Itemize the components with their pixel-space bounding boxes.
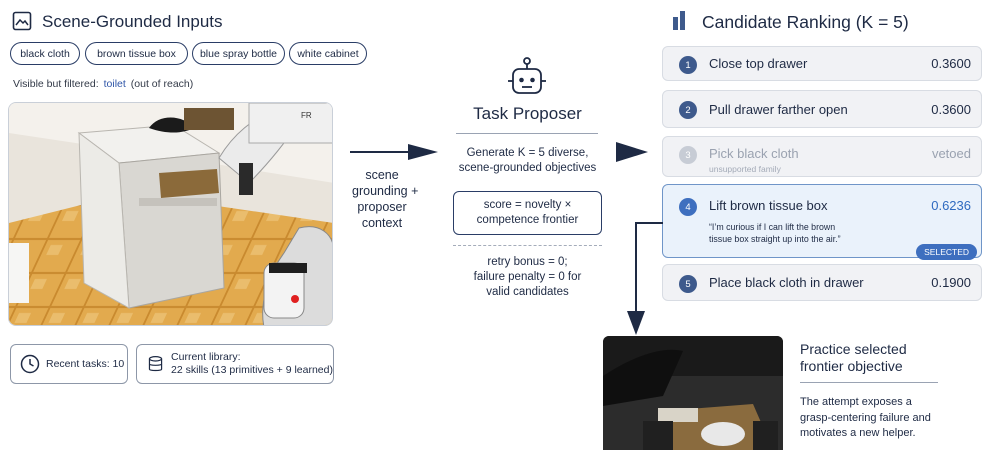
svg-text:FR: FR bbox=[301, 111, 312, 120]
practice-title-line: Practice selected bbox=[800, 341, 907, 357]
flow-label-line: proposer bbox=[357, 200, 407, 214]
practice-title: Practice selected frontier objective bbox=[800, 341, 907, 375]
score-line: competence frontier bbox=[476, 214, 579, 226]
candidate-row-1: 1 Close top drawer 0.3600 bbox=[662, 46, 982, 81]
flow-arrow-proposer-to-ranking bbox=[616, 142, 648, 162]
rank-number: 1 bbox=[679, 56, 697, 74]
filtered-reason: (out of reach) bbox=[130, 78, 194, 90]
practice-image bbox=[603, 336, 783, 450]
robot-icon bbox=[505, 56, 549, 100]
flow-arrow-selected-to-practice bbox=[627, 222, 663, 335]
flow-label-line: context bbox=[361, 216, 403, 230]
candidate-score: 0.6236 bbox=[931, 198, 971, 213]
score-formula-box: score = novelty × competence frontier bbox=[453, 191, 602, 235]
bonus-line: retry bonus = 0; bbox=[487, 256, 568, 268]
candidate-label: Lift brown tissue box bbox=[709, 198, 828, 213]
quote-line: “I’m curious if I can lift the brown bbox=[709, 222, 836, 232]
score-line: score = novelty × bbox=[483, 199, 572, 211]
object-chip: black cloth bbox=[10, 42, 80, 65]
object-chip: white cabinet bbox=[289, 42, 367, 65]
proposer-title: Task Proposer bbox=[473, 104, 582, 123]
bonus-line: valid candidates bbox=[486, 286, 569, 298]
bonus-line: failure penalty = 0 for bbox=[473, 271, 582, 283]
candidate-row-2: 2 Pull drawer farther open 0.3600 bbox=[662, 90, 982, 128]
practice-title-line: frontier objective bbox=[800, 358, 903, 374]
candidate-label: Close top drawer bbox=[709, 56, 808, 71]
library-detail: 22 skills (13 primitives + 9 learned) bbox=[171, 364, 333, 376]
quote-line: tissue box straight up into the air.” bbox=[709, 234, 841, 244]
rank-number: 5 bbox=[679, 275, 697, 293]
candidate-label: Pick black cloth bbox=[709, 146, 799, 161]
candidate-score: 0.3600 bbox=[931, 102, 971, 117]
candidate-score: 0.3600 bbox=[931, 56, 971, 71]
candidate-row-5: 5 Place black cloth in drawer 0.1900 bbox=[662, 264, 982, 301]
flow-arrow-inputs-to-proposer bbox=[350, 144, 438, 160]
scene-image: FR bbox=[8, 102, 333, 326]
image-icon bbox=[12, 11, 32, 31]
rank-number: 4 bbox=[679, 198, 697, 216]
candidate-quote: “I’m curious if I can lift the brown tis… bbox=[709, 221, 841, 245]
practice-divider bbox=[800, 382, 938, 383]
rank-number: 3 bbox=[679, 146, 697, 164]
practice-description: The attempt exposes a grasp-centering fa… bbox=[800, 395, 931, 442]
clock-icon bbox=[20, 354, 40, 374]
proposer-divider bbox=[456, 133, 598, 134]
practice-description-line: grasp-centering failure and bbox=[800, 411, 931, 424]
filtered-prefix: Visible but filtered: bbox=[13, 78, 99, 90]
object-chip: brown tissue box bbox=[85, 42, 188, 65]
inputs-title: Scene-Grounded Inputs bbox=[42, 12, 223, 31]
recent-tasks-box: Recent tasks: 10 bbox=[10, 344, 128, 384]
bonus-note: retry bonus = 0; failure penalty = 0 for… bbox=[442, 255, 613, 300]
description-line: Generate K = 5 diverse, bbox=[466, 147, 589, 159]
candidate-score: vetoed bbox=[931, 146, 971, 161]
proposer-dashed-divider bbox=[453, 245, 602, 246]
library-title: Current library: bbox=[171, 351, 241, 363]
candidate-label: Place black cloth in drawer bbox=[709, 275, 864, 290]
recent-tasks-text: Recent tasks: 10 bbox=[46, 358, 125, 370]
candidate-label: Pull drawer farther open bbox=[709, 102, 848, 117]
flow-arrow-label: scene grounding + proposer context bbox=[352, 167, 419, 231]
database-icon bbox=[148, 356, 163, 372]
candidate-row-4-selected: 4 Lift brown tissue box 0.6236 “I’m curi… bbox=[662, 184, 982, 260]
flow-label-line: grounding + bbox=[352, 184, 419, 198]
ranking-title: Candidate Ranking (K = 5) bbox=[702, 12, 909, 32]
selected-badge: SELECTED bbox=[916, 244, 977, 260]
object-chip: blue spray bottle bbox=[192, 42, 285, 65]
practice-description-line: The attempt exposes a bbox=[800, 396, 912, 408]
candidate-row-3-vetoed: 3 Pick black cloth vetoed unsupported fa… bbox=[662, 136, 982, 177]
filtered-objects-line: Visible but filtered: toilet (out of reach… bbox=[13, 78, 193, 90]
skill-library-box: Current library: 22 skills (13 primitive… bbox=[136, 344, 334, 384]
description-line: scene-grounded objectives bbox=[458, 162, 597, 174]
candidate-score: 0.1900 bbox=[931, 275, 971, 290]
proposer-description: Generate K = 5 diverse, scene-grounded o… bbox=[442, 146, 613, 176]
rank-number: 2 bbox=[679, 101, 697, 119]
filtered-object: toilet bbox=[103, 78, 126, 90]
practice-description-line: motivates a new helper. bbox=[800, 427, 916, 439]
flow-label-line: scene bbox=[365, 168, 399, 182]
veto-reason: unsupported family bbox=[709, 164, 781, 174]
ranking-bars-icon bbox=[671, 9, 693, 31]
